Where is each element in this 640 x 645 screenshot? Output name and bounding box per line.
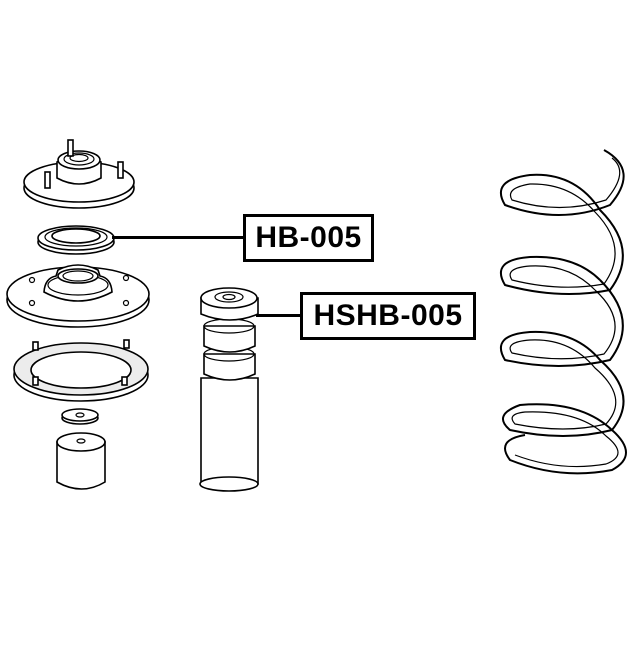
part-label-hb-005[interactable]: HB-005 <box>243 214 374 262</box>
spring-seat-icon <box>6 264 150 328</box>
dust-boot-icon <box>199 287 259 492</box>
hshb-leader-line <box>256 314 301 317</box>
strut-mount-icon <box>23 139 135 209</box>
spring-insulator-icon <box>13 339 149 402</box>
coil-spring-icon <box>499 149 627 475</box>
strut-bearing-icon <box>37 225 115 255</box>
hb-leader-line <box>112 236 244 239</box>
part-label-hshb-005[interactable]: HSHB-005 <box>300 292 476 340</box>
part-label-hshb-005-text: HSHB-005 <box>313 299 463 332</box>
washer-icon <box>61 408 99 425</box>
bump-stop-icon <box>56 432 106 490</box>
part-label-hb-005-text: HB-005 <box>255 221 362 254</box>
